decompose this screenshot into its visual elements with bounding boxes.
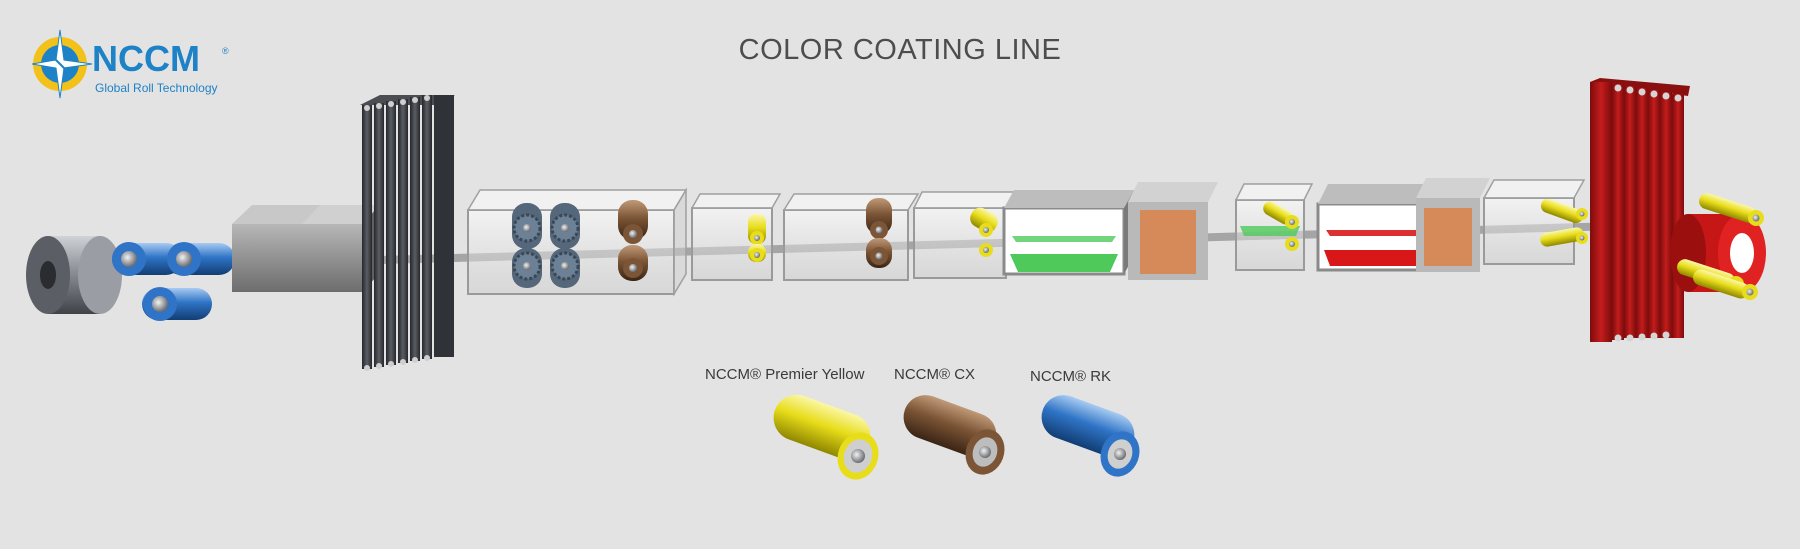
yellow-roll-icon [1263, 201, 1299, 251]
primer-cooling-section-icon [1128, 182, 1218, 280]
uncoiler-icon [26, 236, 122, 314]
logo-registered-mark: ® [222, 46, 229, 56]
logo-tagline: Global Roll Technology [95, 81, 218, 95]
cx-roll-icon [618, 200, 648, 281]
cx-roll-icon [866, 198, 892, 268]
legend-label-rk: NCCM® RK [1030, 368, 1112, 385]
finish-cooling-section-icon [1416, 178, 1490, 272]
logo-name: NCCM [92, 38, 200, 79]
yellow-roll-icon [1540, 198, 1588, 247]
nccm-logo-icon [31, 29, 93, 99]
yellow-roll-icon [970, 207, 998, 257]
exit-glass-section-icon [1482, 179, 1588, 265]
brush-roll-icon [512, 203, 580, 288]
legend-cx-roll-icon [903, 395, 1005, 475]
legend-label-premier-yellow: NCCM® Premier Yellow [705, 366, 865, 383]
diagram-title: COLOR COATING LINE [738, 34, 1062, 66]
exit-yellow-rolls-icon [1677, 193, 1764, 300]
legend-label-cx: NCCM® CX [894, 366, 976, 383]
primer-oven-icon [1002, 190, 1134, 276]
cleaning-section-icon [466, 187, 688, 297]
primer-coater-section-icon [912, 191, 1016, 279]
yellow-roll-icon [748, 214, 766, 262]
legend-rk-roll-icon [1041, 395, 1140, 477]
chem-coater-section-icon [782, 193, 920, 281]
entry-accumulator-icon [360, 95, 455, 371]
pretreatment-section-icon [690, 193, 782, 281]
legend-premier-yellow-roll-icon [773, 394, 879, 480]
exit-accumulator-icon [1590, 78, 1690, 342]
entry-blue-rolls-icon [112, 242, 235, 321]
finish-coater-section-icon [1234, 183, 1314, 271]
